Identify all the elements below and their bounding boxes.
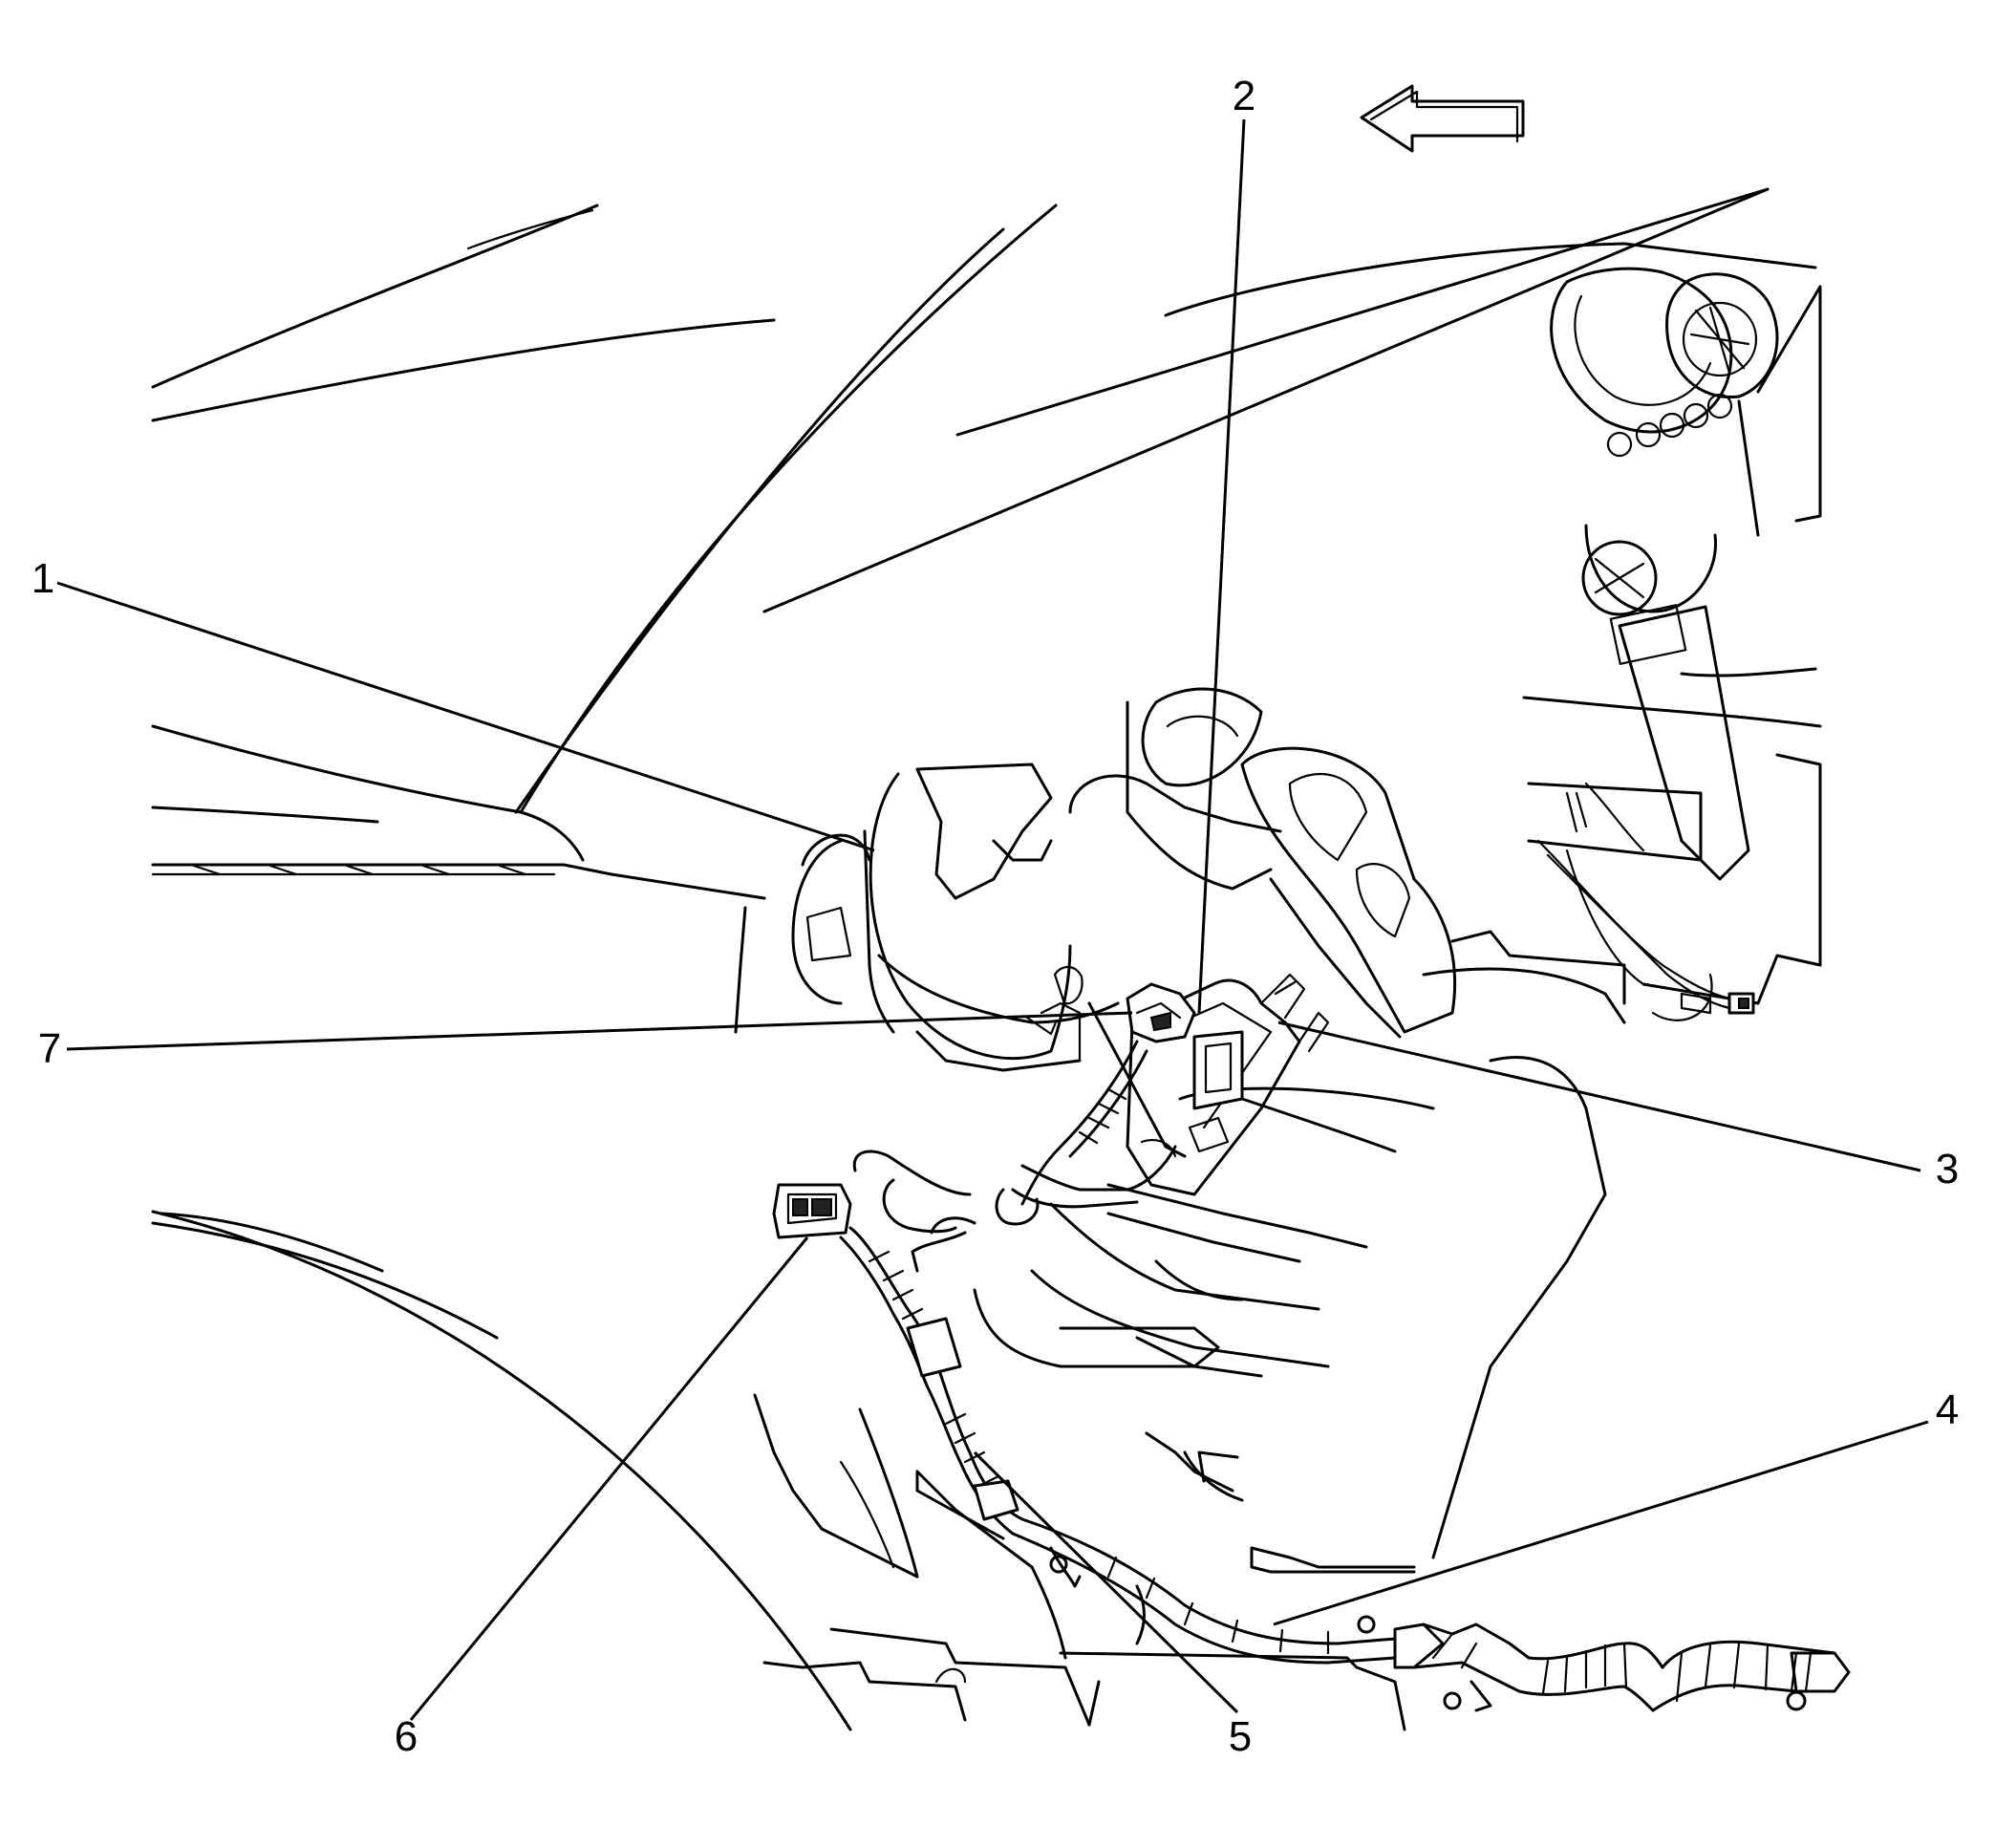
fender-panel	[151, 204, 1058, 1034]
column-bracket	[1126, 973, 1330, 1196]
callout-5: 5	[1229, 1713, 1252, 1760]
floor-pan	[753, 1001, 1435, 1731]
leader-line-1	[56, 581, 875, 852]
leader-lines	[56, 118, 1929, 1721]
callout-3: 3	[1936, 1146, 1959, 1193]
leader-line-2	[1197, 118, 1246, 1014]
leader-line-6	[409, 1236, 809, 1721]
arrow-left-icon	[1360, 84, 1525, 153]
wheel-arch	[151, 1210, 852, 1731]
glove-box-area	[791, 763, 1282, 1072]
leader-line-3	[1277, 1021, 1921, 1172]
callout-6: 6	[395, 1713, 418, 1760]
side-harness	[1536, 782, 1755, 1015]
callout-4: 4	[1936, 1386, 1959, 1433]
callout-1: 1	[32, 555, 54, 602]
callout-2: 2	[1233, 73, 1255, 119]
leader-line-4	[1273, 1420, 1929, 1626]
leader-line-5	[973, 1450, 1239, 1714]
callout-labels: 1 2 3 4 5 6 7	[32, 73, 1959, 1760]
instrument-panel	[762, 187, 1822, 1559]
wire-harness	[772, 1040, 1851, 1712]
leader-line-7	[66, 1011, 1133, 1051]
callout-7: 7	[38, 1025, 61, 1072]
